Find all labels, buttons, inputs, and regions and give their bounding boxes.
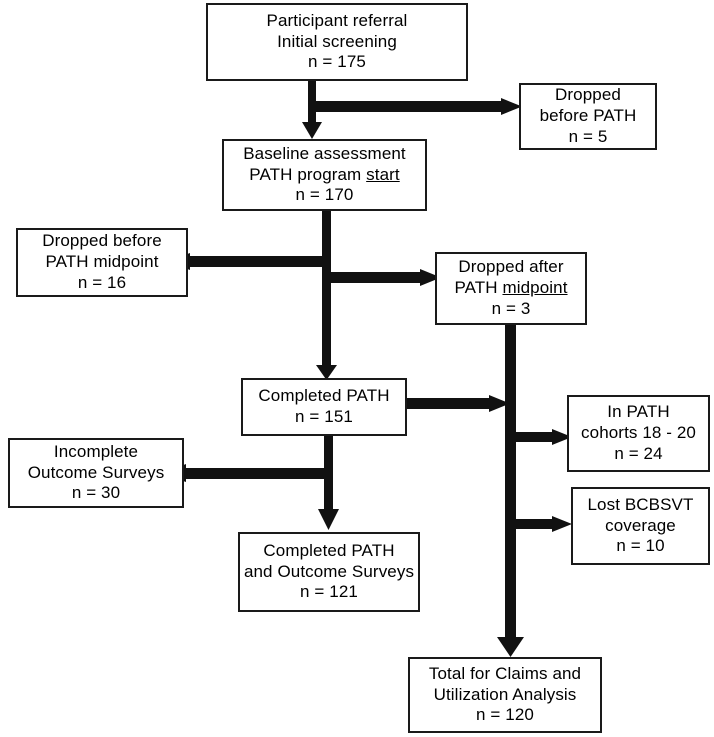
node-total-claims-utilization[interactable]: Total for Claims and Utilization Analysi…	[408, 657, 602, 733]
node-dropped-after-midpoint[interactable]: Dropped after PATH midpoint n = 3	[435, 252, 587, 325]
node-baseline-assessment[interactable]: Baseline assessment PATH program start n…	[222, 139, 427, 211]
node-count: n = 24	[614, 443, 663, 463]
edge-completed-path-to-incomplete-surveys	[162, 464, 328, 482]
node-count: n = 175	[308, 52, 366, 72]
node-line: cohorts 18 - 20	[581, 423, 696, 443]
node-count: n = 30	[71, 483, 121, 503]
node-dropped-before-path[interactable]: Dropped before PATH n = 5	[519, 83, 657, 150]
node-line: PATH midpoint	[45, 252, 159, 272]
node-completed-path[interactable]: Completed PATH n = 151	[241, 378, 407, 436]
edge-completed-path-to-surveys-box	[318, 436, 339, 530]
edge-trunk-to-in-path-cohorts	[514, 429, 572, 445]
edge-baseline-to-dropped-before-midpoint	[167, 253, 326, 270]
node-line-underlined: PATH midpoint	[454, 278, 568, 298]
node-line: Utilization Analysis	[433, 684, 577, 704]
node-line: Dropped before	[42, 231, 162, 251]
node-incomplete-outcome-surveys[interactable]: Incomplete Outcome Surveys n = 30	[8, 438, 184, 508]
node-line: Completed PATH	[263, 540, 395, 560]
node-count: n = 10	[616, 536, 665, 556]
node-line-underlined: PATH program start	[249, 164, 400, 184]
node-line: coverage	[605, 515, 676, 535]
node-count: n = 16	[77, 272, 127, 292]
node-line: Dropped after	[458, 257, 564, 277]
node-line: Lost BCBSVT	[587, 494, 694, 514]
edge-baseline-to-completed-path	[316, 211, 337, 380]
node-line: and Outcome Surveys	[243, 561, 415, 581]
node-line: In PATH	[607, 402, 670, 422]
node-line: Participant referral	[266, 10, 408, 30]
node-line: Dropped	[555, 85, 621, 105]
node-count: n = 5	[568, 126, 608, 146]
node-count: n = 120	[476, 705, 534, 725]
edge-baseline-to-dropped-after-midpoint	[328, 269, 441, 286]
node-completed-path-and-surveys[interactable]: Completed PATH and Outcome Surveys n = 1…	[238, 532, 420, 612]
node-count: n = 170	[295, 185, 354, 205]
node-line: before PATH	[539, 106, 637, 126]
node-line: Baseline assessment	[243, 143, 406, 163]
node-lost-bcbsvt-coverage[interactable]: Lost BCBSVT coverage n = 10	[571, 487, 710, 565]
edge-completed-path-to-trunk	[407, 395, 510, 412]
edge-referral-to-dropped-before-path	[316, 98, 522, 115]
node-in-path-cohorts[interactable]: In PATH cohorts 18 - 20 n = 24	[567, 395, 710, 472]
node-line: Initial screening	[277, 31, 397, 51]
node-line: Total for Claims and	[428, 663, 582, 683]
node-count: n = 151	[295, 407, 353, 426]
node-count: n = 121	[300, 582, 358, 602]
node-count: n = 3	[491, 298, 531, 318]
edge-midpoint-trunk-to-total	[497, 325, 524, 657]
edge-trunk-to-lost-coverage	[514, 516, 572, 532]
node-line: Outcome Surveys	[27, 462, 165, 482]
node-participant-referral[interactable]: Participant referral Initial screening n…	[206, 3, 468, 81]
node-dropped-before-midpoint[interactable]: Dropped before PATH midpoint n = 16	[16, 228, 188, 297]
node-line: Completed PATH	[258, 386, 390, 406]
node-line: Incomplete	[53, 441, 139, 461]
edge-referral-to-baseline	[302, 81, 322, 139]
